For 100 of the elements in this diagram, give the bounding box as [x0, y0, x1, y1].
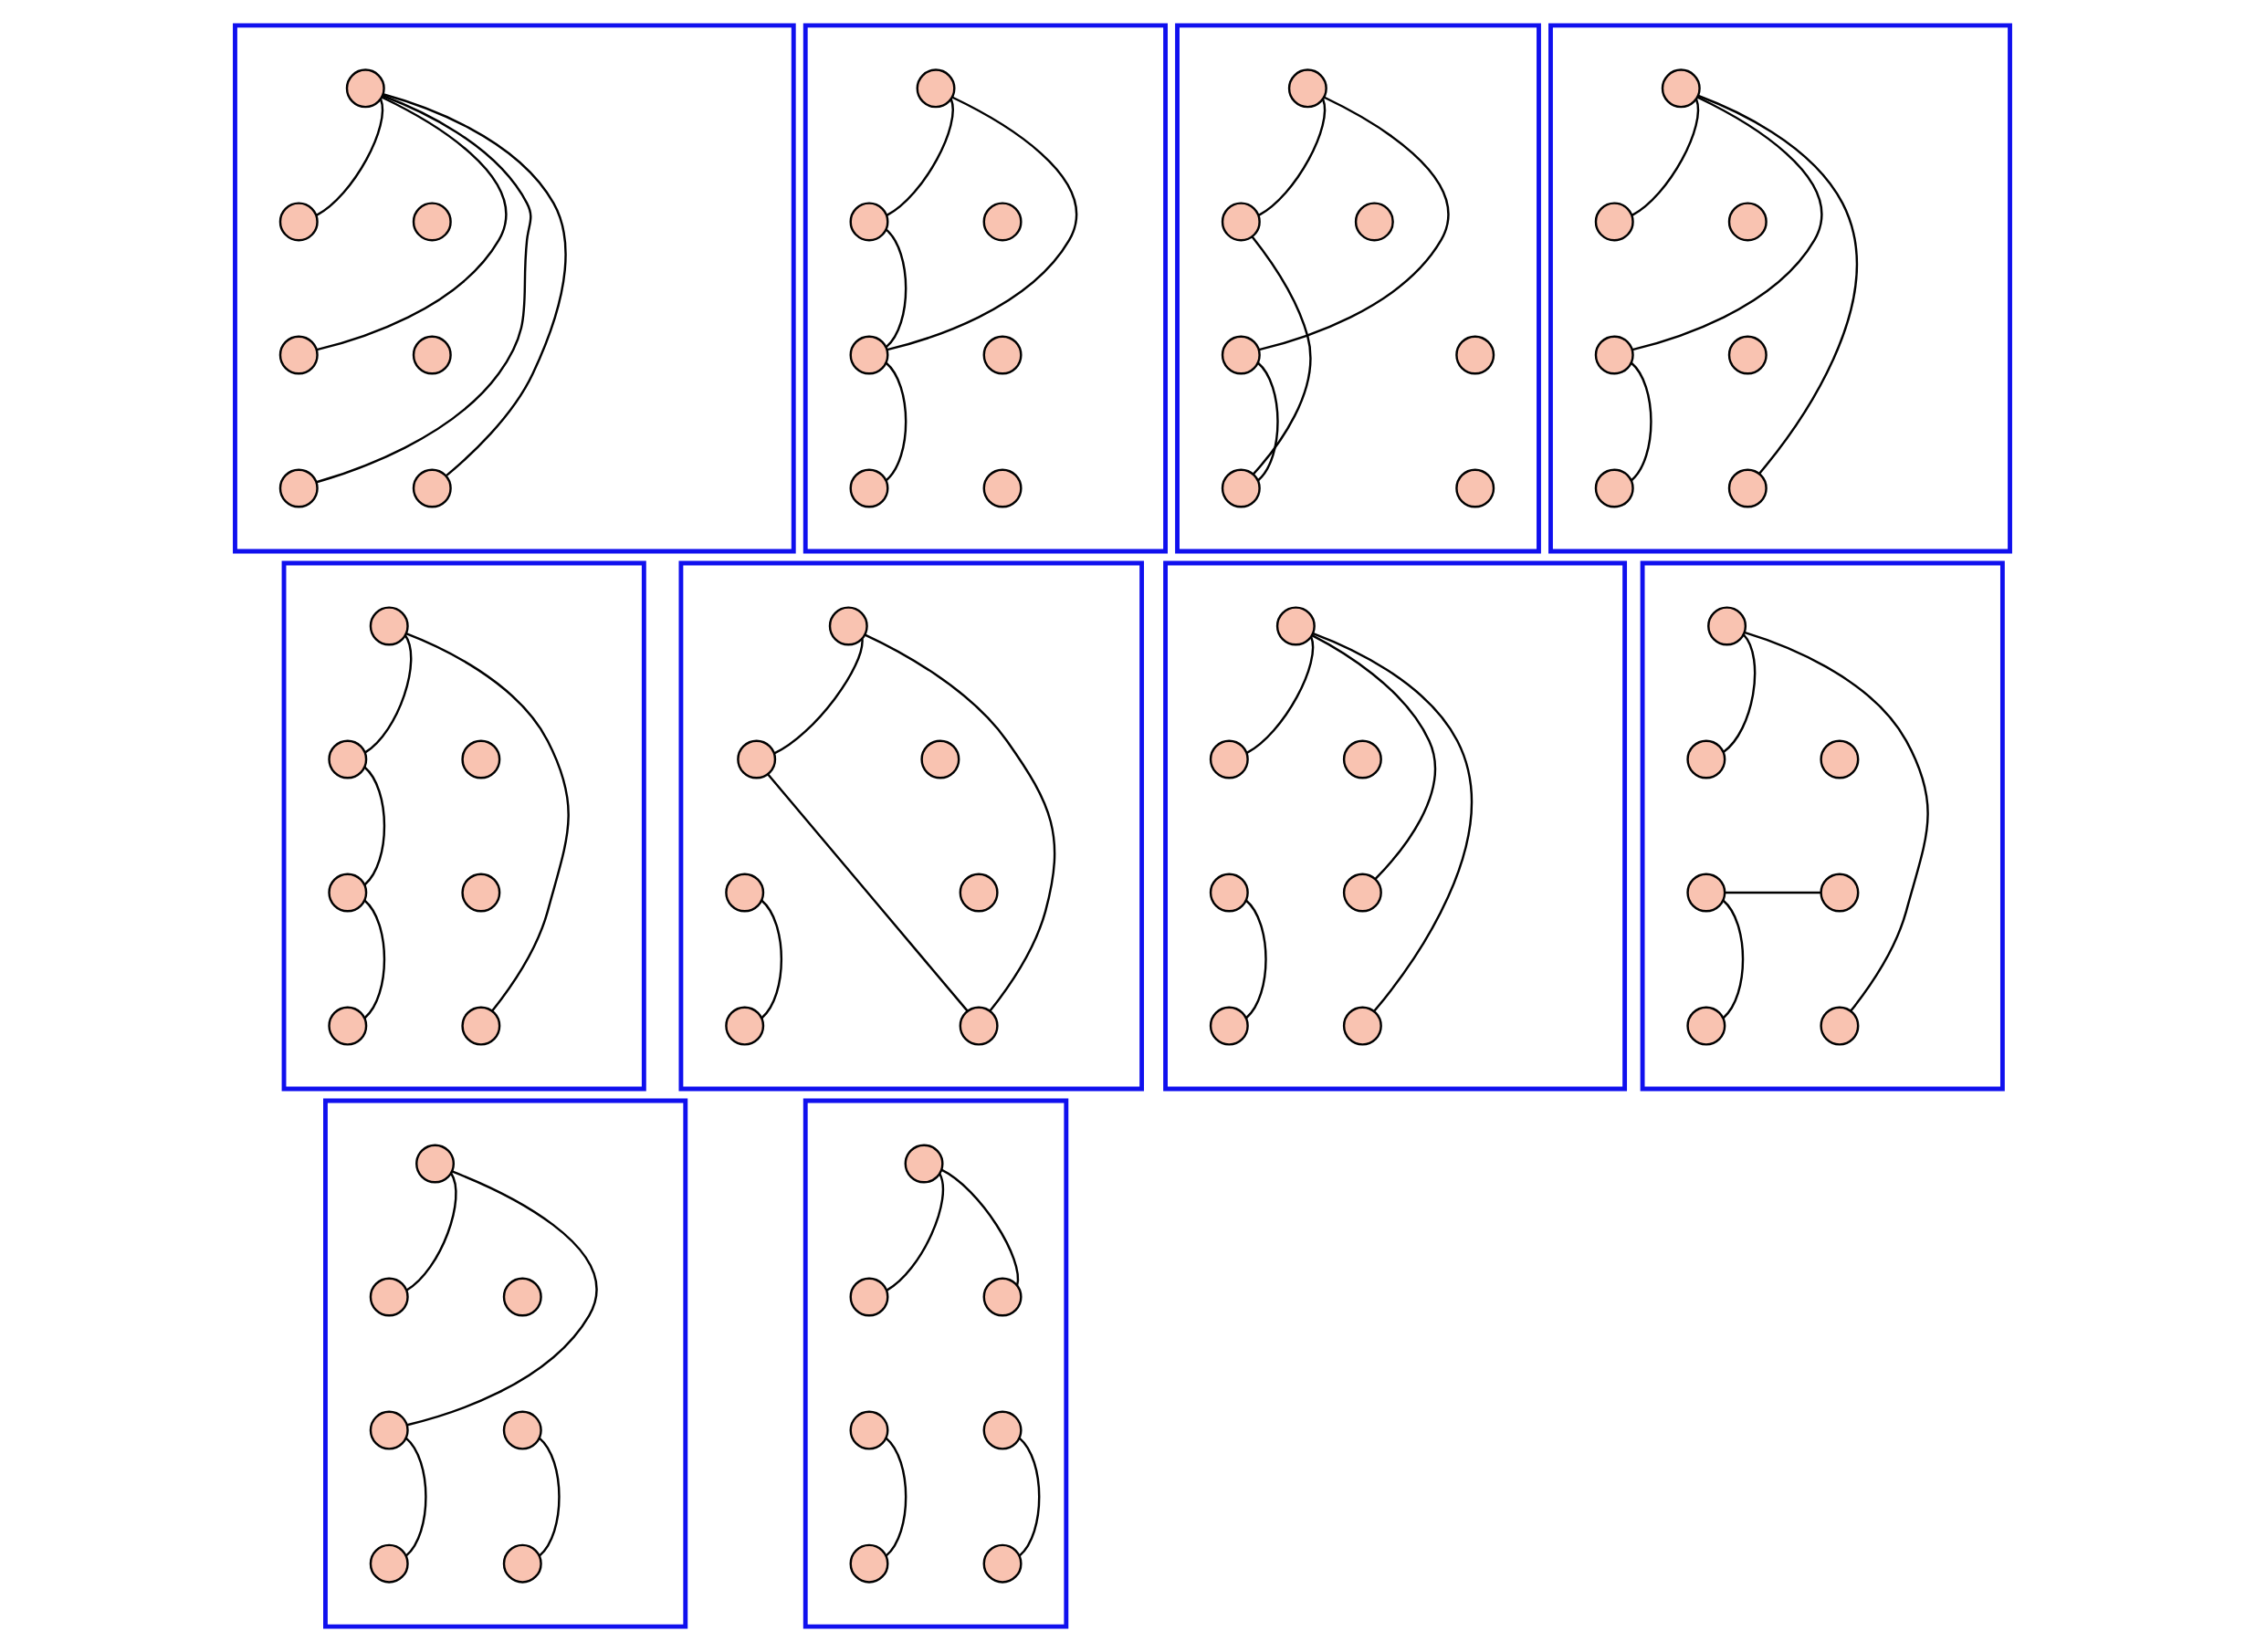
connector: [886, 1173, 945, 1291]
node-circle: [412, 468, 452, 508]
node-circle: [1455, 468, 1495, 508]
node-circle: [1707, 606, 1747, 646]
cluster: [1163, 560, 1628, 1092]
node-circle: [412, 202, 452, 242]
node-circle: [737, 739, 777, 779]
node-circle: [959, 873, 999, 913]
connector: [1631, 99, 1700, 216]
node-circle: [1820, 739, 1860, 779]
node-circle: [1661, 68, 1701, 109]
node-circle: [1209, 739, 1249, 779]
node-circle: [1727, 335, 1768, 375]
node-circle: [328, 1006, 368, 1046]
connector: [405, 1173, 457, 1291]
node-circle: [369, 606, 409, 646]
connector: [1630, 361, 1652, 482]
node-circle: [502, 1410, 542, 1450]
node-circle: [725, 873, 765, 913]
node-circle: [278, 335, 319, 375]
connector: [1251, 235, 1312, 476]
connector: [404, 1437, 427, 1557]
cluster: [803, 23, 1168, 554]
node-circle: [904, 1144, 944, 1184]
node-circle: [982, 1410, 1023, 1450]
node-circle: [412, 335, 452, 375]
node-circle: [1275, 606, 1316, 646]
node-circle: [982, 1277, 1023, 1317]
connector: [940, 1168, 1020, 1286]
node-circle: [369, 1543, 409, 1584]
connector: [767, 773, 969, 1012]
node-circle: [982, 1543, 1023, 1584]
node-circle: [982, 468, 1023, 508]
connector: [1258, 96, 1450, 351]
connector: [1744, 631, 1929, 1012]
node-circle: [1209, 873, 1249, 913]
connector: [886, 99, 954, 216]
node-circle: [1342, 1006, 1382, 1046]
connector: [1018, 1437, 1041, 1557]
connector: [405, 633, 570, 1012]
node-circle: [1221, 202, 1261, 242]
node-circle: [1820, 1006, 1860, 1046]
connector: [886, 96, 1077, 351]
node-circle: [1287, 68, 1327, 109]
node-circle: [849, 1543, 889, 1584]
node-circle: [369, 1410, 409, 1450]
connector: [1258, 99, 1327, 216]
node-circle: [982, 335, 1023, 375]
node-circle: [278, 468, 319, 508]
cluster: [233, 23, 796, 554]
connector: [1697, 94, 1858, 475]
connector: [383, 93, 567, 476]
node-circle: [415, 1144, 456, 1184]
connector: [363, 899, 386, 1019]
connector: [1311, 634, 1437, 880]
node-circle: [502, 1543, 542, 1584]
node-circle: [461, 739, 501, 779]
node-circle: [982, 202, 1023, 242]
node-circle: [1686, 1006, 1726, 1046]
connector: [885, 1437, 907, 1557]
node-circle: [849, 202, 889, 242]
node-circle: [849, 468, 889, 508]
node-circle: [328, 739, 368, 779]
connector: [316, 96, 508, 351]
node-circle: [502, 1277, 542, 1317]
cluster: [803, 1098, 1069, 1629]
node-circle: [369, 1277, 409, 1317]
node-circle: [828, 606, 868, 646]
node-circle: [1455, 335, 1495, 375]
node-circle: [1342, 873, 1382, 913]
node-circle: [1686, 739, 1726, 779]
connector: [1722, 633, 1757, 753]
node-circle: [1342, 739, 1382, 779]
node-circle: [849, 335, 889, 375]
node-circle: [725, 1006, 765, 1046]
node-circle: [849, 1410, 889, 1450]
node-circle: [1594, 202, 1634, 242]
node-circle: [1221, 335, 1261, 375]
node-circle: [1727, 202, 1768, 242]
node-circle: [345, 68, 385, 109]
node-circle: [959, 1006, 999, 1046]
connector: [761, 899, 782, 1019]
node-circle: [1221, 468, 1261, 508]
node-circle: [849, 1277, 889, 1317]
cluster: [323, 1098, 688, 1629]
cluster: [1175, 23, 1541, 554]
cluster: [1548, 23, 2012, 554]
node-circle: [1354, 202, 1394, 242]
node-circle: [1727, 468, 1768, 508]
cluster: [1640, 560, 2005, 1092]
cluster: [678, 560, 1145, 1092]
node-circle: [328, 873, 368, 913]
connector: [1631, 96, 1823, 351]
connector: [885, 228, 907, 348]
connector: [316, 94, 532, 484]
node-circle: [461, 1006, 501, 1046]
connector: [865, 633, 1056, 1012]
connector: [363, 766, 386, 886]
connector: [885, 361, 907, 482]
node-circle: [278, 202, 319, 242]
